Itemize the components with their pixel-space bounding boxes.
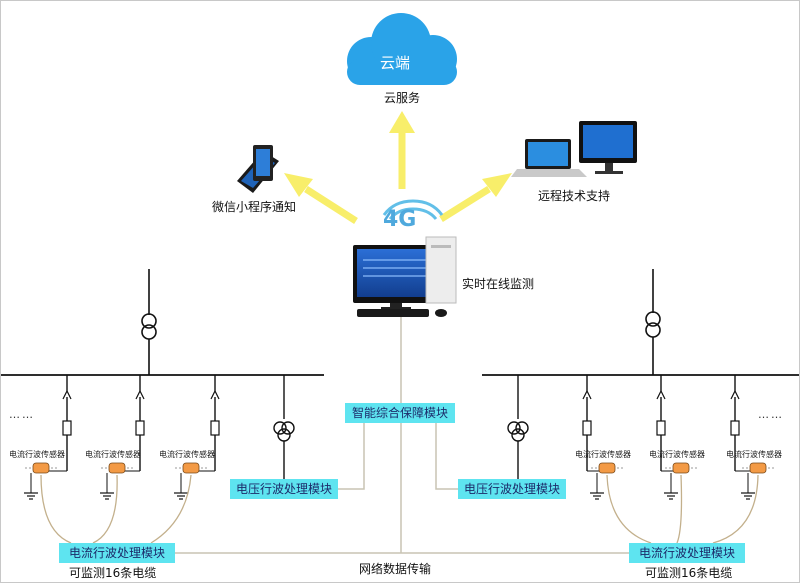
current-sensor-icon	[182, 462, 200, 474]
voltage-transformer-left-icon	[273, 375, 295, 479]
ellipsis-left: ……	[9, 408, 35, 421]
realtime-monitor-label: 实时在线监测	[462, 277, 535, 291]
current-sensor-icon	[672, 462, 690, 474]
current-sensor-icon	[32, 462, 50, 474]
feeder-1	[24, 375, 72, 500]
arrow-to-remote	[439, 173, 512, 222]
feeder-3	[174, 375, 220, 500]
feeder-2	[100, 375, 145, 500]
smart-protection-module: 智能综合保障模块	[345, 403, 455, 423]
sensor-cables	[40, 474, 759, 544]
sensor-label: 电流行波传感器	[159, 450, 215, 459]
sensor-label: 电流行波传感器	[9, 450, 65, 459]
remote-support-label: 远程技术支持	[538, 189, 611, 203]
current-sensor-icon	[598, 462, 616, 474]
cloud-service-label: 云服务	[384, 91, 421, 105]
transformer-left-icon	[141, 269, 157, 375]
network-transfer-label: 网络数据传输	[359, 562, 432, 576]
sensor-label: 电流行波传感器	[649, 450, 705, 459]
transformer-right-icon	[645, 269, 661, 375]
voltage-transformer-right-icon	[507, 375, 529, 479]
arrow-to-wechat	[284, 173, 358, 224]
sensor-label: 电流行波传感器	[575, 450, 631, 459]
feeder-4	[582, 375, 623, 500]
desktop-pc-icon	[353, 236, 457, 317]
voltage-module-right: 电压行波处理模块	[458, 479, 566, 499]
current-sensor-icon	[108, 462, 126, 474]
current-sensor-icon	[749, 462, 767, 474]
current-module-right: 电流行波处理模块	[629, 543, 745, 563]
cable-note-left: 可监测16条电缆	[69, 566, 157, 580]
ellipsis-right: ……	[758, 408, 784, 421]
voltage-module-left: 电压行波处理模块	[230, 479, 338, 499]
cable-note-right: 可监测16条电缆	[645, 566, 733, 580]
cloud-icon	[347, 13, 457, 85]
signal-waves-icon	[382, 199, 444, 220]
tablet-icon	[237, 145, 279, 193]
current-module-left: 电流行波处理模块	[59, 543, 175, 563]
sensor-label: 电流行波传感器	[726, 450, 782, 459]
sensor-label: 电流行波传感器	[85, 450, 141, 459]
arrow-to-cloud	[389, 111, 415, 189]
feeder-6	[730, 375, 774, 500]
badge-4g: 4G	[383, 207, 417, 232]
network-lines	[175, 317, 629, 554]
cloud-title: 云端	[380, 54, 411, 72]
feeder-5	[656, 375, 697, 500]
feeder-lines	[24, 375, 774, 500]
laptop-monitor-icon	[511, 121, 637, 177]
wechat-notice-label: 微信小程序通知	[212, 200, 297, 214]
